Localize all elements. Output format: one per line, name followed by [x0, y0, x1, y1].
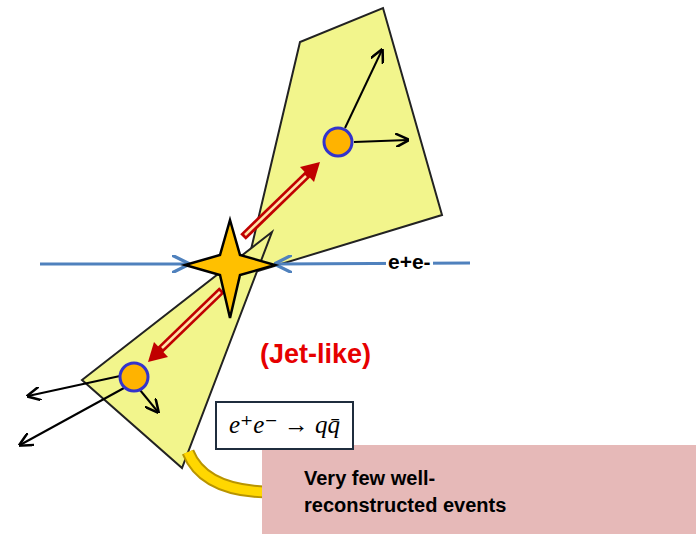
particle-arrows [20, 50, 408, 445]
beam-line [276, 263, 470, 264]
beam-label: e+e- [386, 249, 433, 274]
jet-cone [245, 8, 442, 275]
collision-star [185, 220, 275, 318]
formula-box: e⁺e⁻ → qq̄ [215, 401, 354, 450]
quark-arrow [148, 290, 222, 362]
note-text: Very few well-reconstructed events [304, 465, 539, 519]
hadron-dot [120, 363, 148, 391]
note-box: Very few well-reconstructed events [262, 445, 696, 534]
beam-line [40, 263, 188, 266]
quark-arrow [243, 162, 320, 237]
jet-label: (Jet-like) [258, 338, 373, 370]
formula-text: e⁺e⁻ → qq̄ [229, 409, 340, 442]
hadron-dot [324, 128, 352, 156]
